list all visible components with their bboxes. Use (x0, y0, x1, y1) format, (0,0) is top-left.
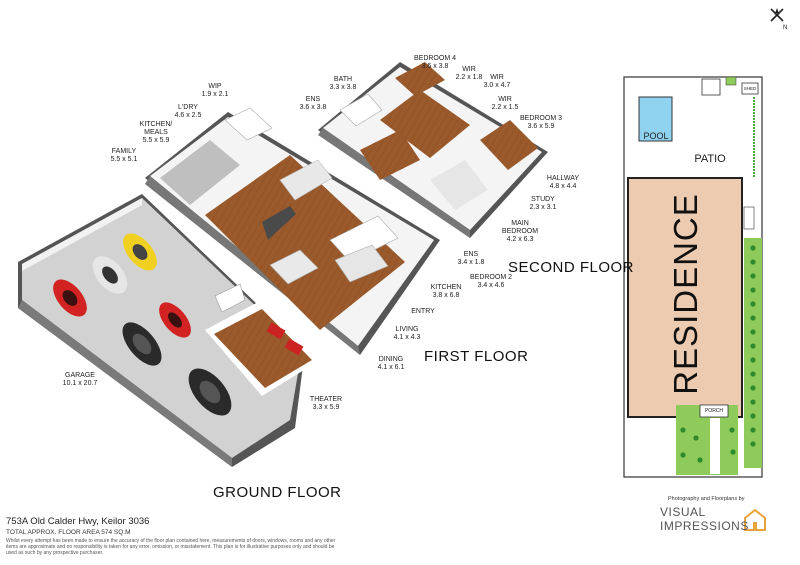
car-icon (188, 368, 232, 416)
sofa-icon (262, 206, 296, 240)
room-label-entry: ENTRY (411, 308, 435, 315)
shed-label: SHED (743, 86, 757, 91)
brand-name-line1: VISUAL (660, 505, 706, 519)
car-icon (123, 233, 157, 271)
tree-dots (680, 245, 756, 463)
car-icon (159, 302, 191, 338)
pool-shape (638, 96, 673, 142)
ground-floor-title: GROUND FLOOR (213, 484, 342, 501)
first-floor-plan (145, 107, 440, 355)
residence-shape (627, 177, 743, 418)
dining-table-icon (269, 249, 319, 285)
ground-floor-plan (18, 194, 320, 467)
disclaimer-text: Whilst every attempt has been made to en… (6, 538, 336, 556)
patio-label: PATIO (694, 153, 726, 165)
brand-name-line2: IMPRESSIONS (660, 519, 749, 533)
red-sofa-icon (266, 322, 286, 340)
residence-label: RESIDENCE (667, 193, 704, 395)
car-icon (92, 256, 128, 294)
visual-impressions-logo-icon (744, 508, 766, 531)
pool-label: POOL (643, 131, 669, 141)
red-sofa-icon (284, 338, 304, 356)
site-plan (623, 76, 763, 478)
porch-label: PORCH (704, 408, 724, 414)
second-floor-plan (318, 62, 548, 238)
compass-north-label: N (783, 25, 788, 31)
photography-credit: Photography and Floorplans by (668, 496, 745, 502)
car-icon (122, 322, 162, 366)
car-icon (53, 279, 87, 317)
kitchen-island-icon (279, 159, 333, 201)
second-floor-title: SECOND FLOOR (508, 259, 635, 276)
first-floor-title: FIRST FLOOR (424, 348, 529, 365)
total-floor-area: TOTAL APPROX. FLOOR AREA 574 SQ.M (6, 529, 131, 536)
compass-icon (770, 8, 784, 22)
property-address: 753A Old Calder Hwy, Keilor 3036 (6, 516, 150, 527)
